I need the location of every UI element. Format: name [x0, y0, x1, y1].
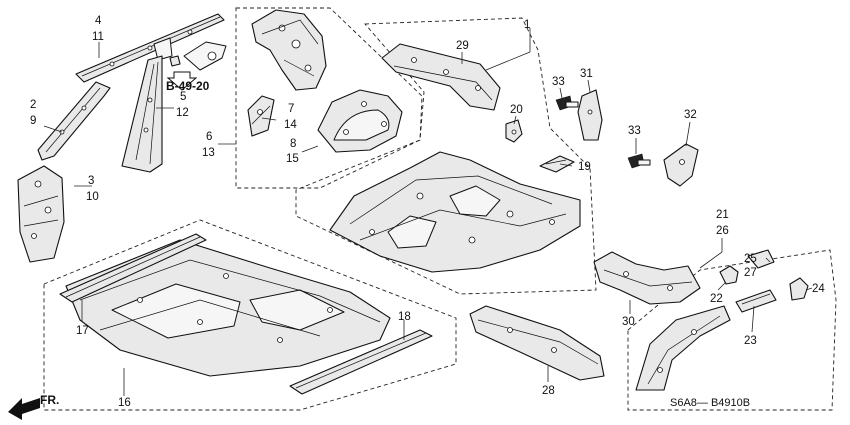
callout-12: 12 — [176, 107, 189, 119]
callout-13: 13 — [202, 147, 215, 159]
group-outline-pillars — [235, 7, 423, 189]
reference-code: B-49-20 — [166, 79, 210, 93]
part-side-sill-28 — [469, 305, 605, 381]
arrow-icon — [8, 398, 40, 420]
part-front-floor — [65, 239, 391, 377]
diagram-code: S6A8— B4910B — [670, 397, 750, 409]
callout-21: 21 — [716, 209, 729, 221]
callout-28: 28 — [542, 385, 555, 397]
callout-25: 25 — [744, 253, 757, 265]
part-bolt-33-lower — [627, 153, 651, 169]
group-outline-front-floor — [43, 219, 457, 411]
part-bracket-25-27 — [747, 249, 775, 269]
part-rear-cross-bracket — [381, 43, 501, 111]
group-outline-rear-floor — [295, 17, 597, 295]
callout-1: 1 — [524, 19, 530, 31]
part-bracket-24 — [789, 277, 809, 301]
callout-31: 31 — [580, 68, 593, 80]
callout-2: 2 — [30, 99, 36, 111]
part-bracket-31 — [577, 89, 603, 141]
callout-18: 18 — [398, 311, 411, 323]
callout-5: 5 — [180, 91, 186, 103]
part-small-bracket — [247, 95, 275, 137]
part-center-pillar — [121, 55, 163, 173]
callout-33-lower: 33 — [628, 125, 641, 137]
callout-24: 24 — [812, 283, 825, 295]
callout-17: 17 — [76, 325, 89, 337]
callout-30: 30 — [622, 316, 635, 328]
part-front-pillar — [37, 81, 111, 161]
part-clip-20 — [505, 119, 523, 143]
part-bracket-22 — [719, 265, 739, 285]
part-rail-21-26 — [635, 305, 731, 391]
callout-14: 14 — [284, 119, 297, 131]
callout-27: 27 — [744, 267, 757, 279]
direction-label: FR. — [40, 393, 59, 407]
callout-26: 26 — [716, 225, 729, 237]
callout-20: 20 — [510, 104, 523, 116]
callout-33-upper: 33 — [552, 76, 565, 88]
part-rear-floor — [329, 151, 581, 273]
callout-15: 15 — [286, 153, 299, 165]
callout-7: 7 — [288, 103, 294, 115]
front-direction-arrow: FR. — [8, 393, 59, 420]
leader-lines — [43, 28, 813, 396]
callout-labels: 4 11 2 9 3 10 5 12 6 13 7 14 8 15 1 29 2… — [30, 15, 825, 409]
group-outline-crossmember — [627, 249, 837, 411]
part-plate-19 — [539, 155, 575, 173]
callout-29: 29 — [456, 40, 469, 52]
callout-3: 3 — [88, 175, 94, 187]
part-bracket-23 — [735, 289, 777, 313]
callout-16: 16 — [118, 397, 131, 409]
callout-19: 19 — [578, 161, 591, 173]
callout-11: 11 — [92, 31, 104, 43]
part-rear-pillar-inner — [251, 9, 327, 91]
part-front-sill-17 — [59, 233, 207, 303]
part-reference-bracket — [166, 41, 227, 91]
callout-23: 23 — [744, 335, 757, 347]
callout-22: 22 — [710, 293, 723, 305]
part-bracket-32 — [663, 143, 699, 187]
part-bolt-33-upper — [555, 95, 579, 111]
part-front-lower-panel — [17, 165, 65, 263]
callout-4: 4 — [95, 15, 102, 27]
callout-6: 6 — [206, 131, 212, 143]
callout-32: 32 — [684, 109, 697, 121]
callout-9: 9 — [30, 115, 36, 127]
callout-10: 10 — [86, 191, 99, 203]
part-rear-wheelhouse — [317, 89, 403, 153]
part-roof-side-rail — [75, 13, 225, 83]
callout-8: 8 — [290, 138, 296, 150]
part-sill-strip-18 — [289, 329, 433, 395]
part-crossmember-30 — [593, 251, 701, 305]
